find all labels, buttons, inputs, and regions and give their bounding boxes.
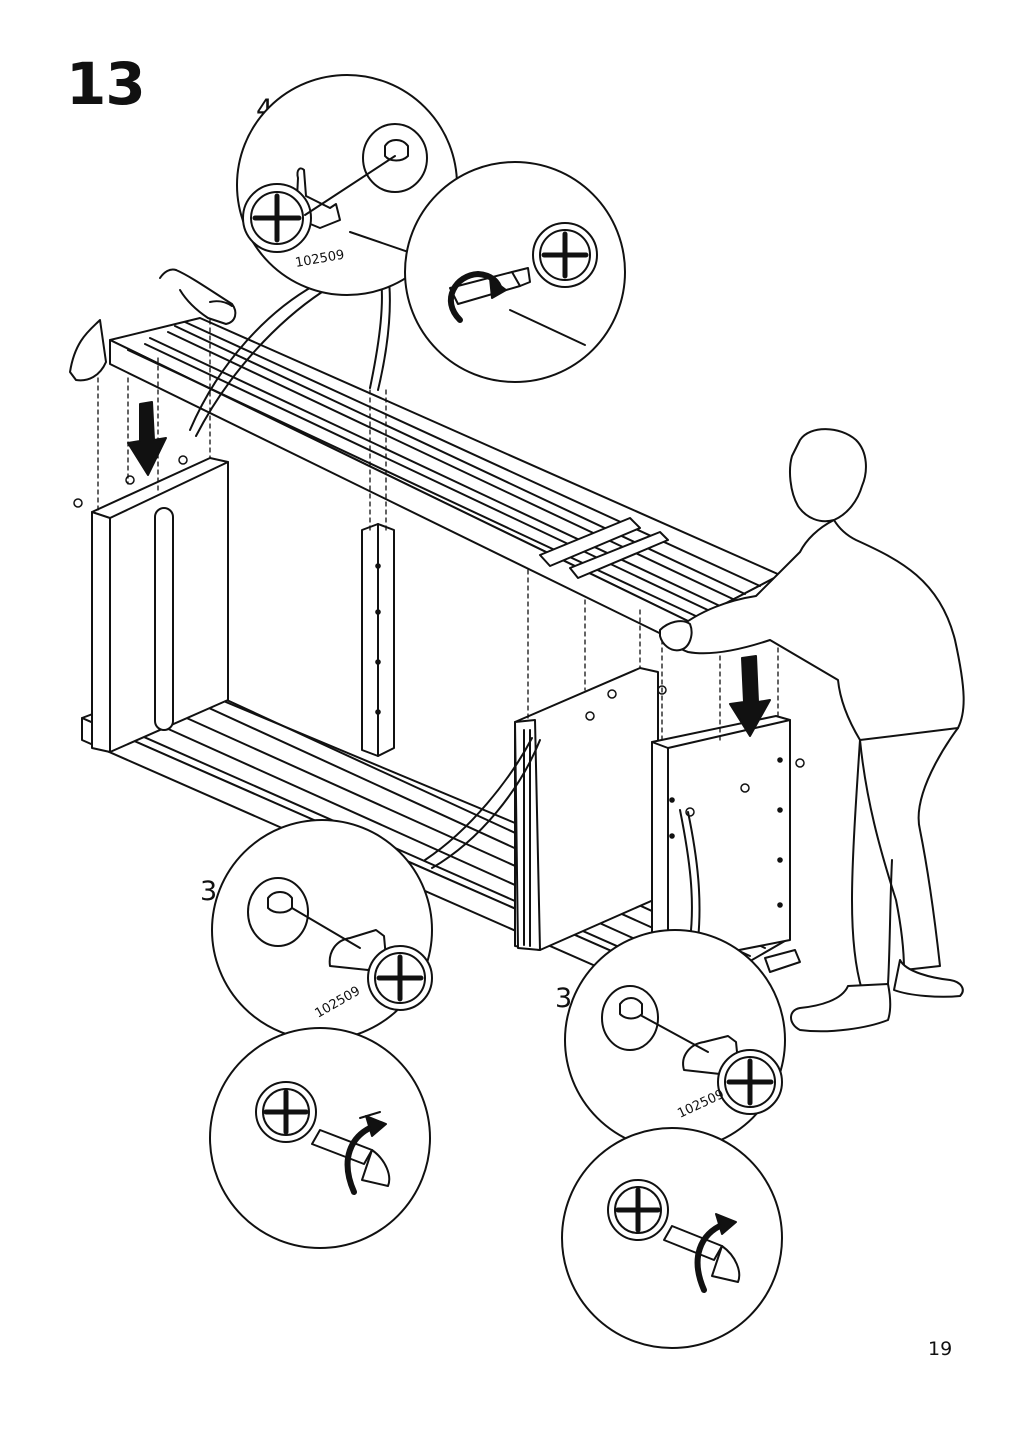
down-arrow-icon <box>127 401 167 476</box>
screwdriver-turn-icon-top <box>447 222 598 346</box>
hands-drawing <box>69 319 107 382</box>
cam-lock-icon-bottom-left <box>247 877 433 1011</box>
screwdriver-turn-icon-bottom-right <box>607 1179 741 1293</box>
screwdriver-turn-icon-bottom-left <box>255 1081 391 1195</box>
step-number: 13 <box>66 50 146 118</box>
page-number: 19 <box>928 1338 953 1360</box>
person-drawing <box>659 428 965 1033</box>
down-arrow-icon-right <box>729 655 771 737</box>
cam-lock-icon-bottom-right <box>601 985 783 1115</box>
cabinet-frame-drawing <box>73 317 805 1013</box>
cam-lock-icon-top <box>242 123 428 257</box>
detail-circle-bottom-right-upper <box>564 929 786 1151</box>
